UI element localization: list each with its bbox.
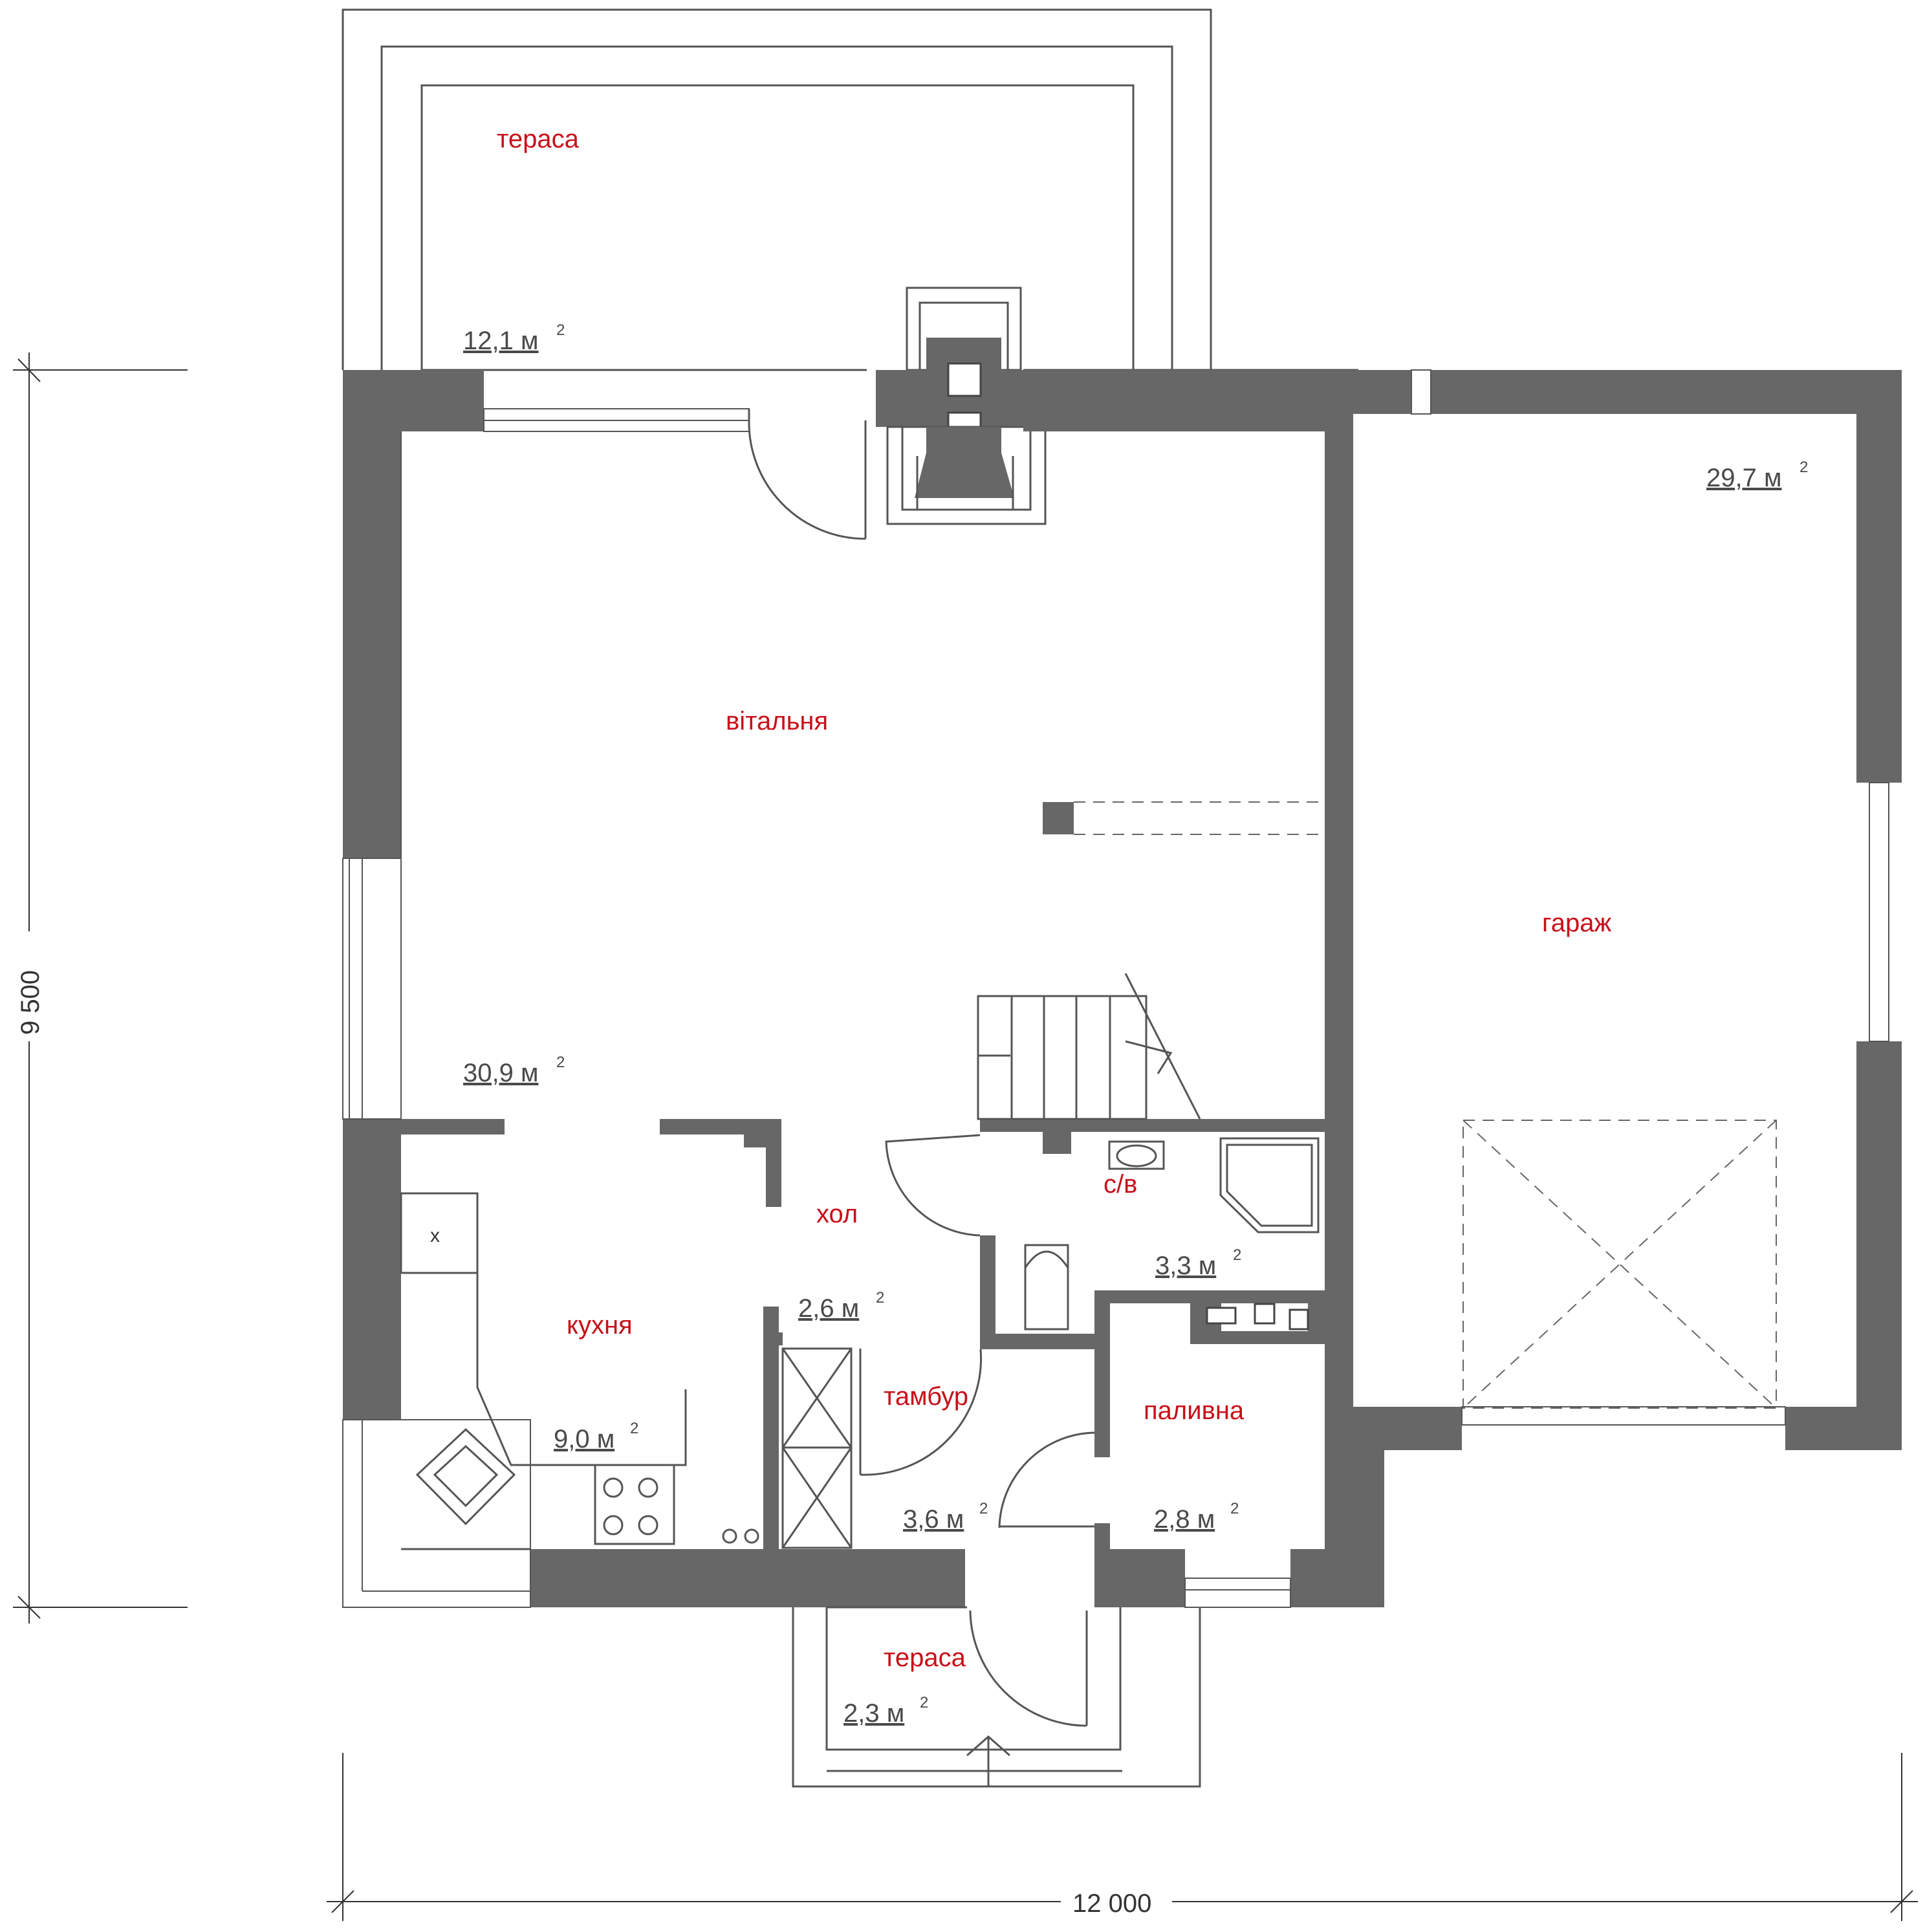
svg-text:29,7 м: 29,7 м xyxy=(1706,464,1781,492)
room-label-garage: гараж xyxy=(1542,909,1611,937)
walls xyxy=(343,370,1902,1607)
room-label-terrace-top: тераса xyxy=(497,125,580,153)
doors xyxy=(748,409,1095,1727)
svg-text:2: 2 xyxy=(630,1420,638,1437)
svg-text:2: 2 xyxy=(556,321,565,339)
svg-text:2: 2 xyxy=(876,1289,884,1307)
svg-text:3,3 м: 3,3 м xyxy=(1155,1252,1216,1280)
svg-text:30,9 м: 30,9 м xyxy=(463,1059,538,1087)
kitchen-marker: x xyxy=(430,1225,440,1246)
svg-text:2: 2 xyxy=(1800,459,1808,476)
area-kitchen: 9,0 м 2 xyxy=(554,1420,638,1453)
area-terrace-bottom: 2,3 м 2 xyxy=(843,1694,928,1728)
svg-text:3,6 м: 3,6 м xyxy=(903,1505,964,1534)
area-vestibule: 3,6 м 2 xyxy=(903,1500,988,1534)
svg-text:2: 2 xyxy=(1230,1500,1239,1517)
svg-text:2: 2 xyxy=(1233,1246,1241,1264)
dimension-height-label: 9 500 xyxy=(16,970,45,1035)
area-boiler: 2,8 м 2 xyxy=(1154,1500,1239,1534)
svg-text:2: 2 xyxy=(556,1054,565,1071)
room-label-vestibule: тамбур xyxy=(884,1382,968,1411)
room-label-kitchen: кухня xyxy=(567,1311,633,1340)
svg-text:12,1 м: 12,1 м xyxy=(463,327,538,355)
area-garage: 29,7 м 2 xyxy=(1706,459,1808,492)
terrace-bottom-outline xyxy=(792,1606,1201,1788)
svg-text:9,0 м: 9,0 м xyxy=(554,1425,614,1453)
area-living: 30,9 м 2 xyxy=(463,1054,565,1087)
chimney xyxy=(876,287,1047,525)
terrace-top-outline xyxy=(342,8,1358,371)
room-label-terrace-bottom: тераса xyxy=(884,1644,966,1672)
svg-text:2: 2 xyxy=(979,1500,988,1517)
svg-text:2,8 м: 2,8 м xyxy=(1154,1505,1215,1534)
room-label-living: вітальня xyxy=(726,707,828,735)
area-wc: 3,3 м 2 xyxy=(1155,1246,1241,1280)
svg-text:2: 2 xyxy=(920,1694,928,1711)
room-label-hall: хол xyxy=(816,1200,858,1228)
svg-text:2,3 м: 2,3 м xyxy=(843,1699,904,1728)
dimension-width-label: 12 000 xyxy=(1072,1889,1151,1918)
area-terrace-top: 12,1 м 2 xyxy=(463,321,565,355)
svg-text:2,6 м: 2,6 м xyxy=(798,1294,859,1323)
room-label-wc: с/в xyxy=(1104,1170,1137,1199)
room-label-boiler: паливна xyxy=(1144,1396,1245,1425)
area-hall: 2,6 м 2 xyxy=(798,1289,884,1323)
interior-lines xyxy=(342,369,1889,1608)
